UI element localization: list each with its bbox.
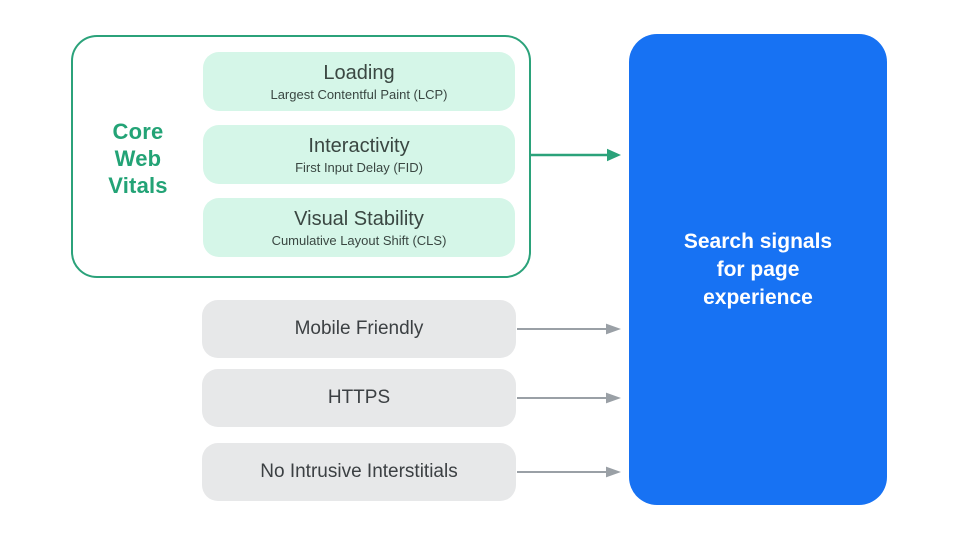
metric-pill-interactivity: Interactivity First Input Delay (FID) bbox=[203, 125, 515, 184]
metric-title-loading: Loading bbox=[323, 61, 395, 84]
metric-subtitle-lcp: Largest Contentful Paint (LCP) bbox=[270, 86, 448, 102]
metric-subtitle-fid: First Input Delay (FID) bbox=[295, 159, 423, 175]
metric-pill-visual-stability: Visual Stability Cumulative Layout Shift… bbox=[203, 198, 515, 257]
signal-box-https: HTTPS bbox=[202, 369, 516, 427]
arrow-no-intrusive-interstitials-to-search-icon bbox=[517, 466, 621, 478]
signal-box-no-intrusive-interstitials: No Intrusive Interstitials bbox=[202, 443, 516, 501]
core-web-vitals-group: Core Web Vitals Loading Largest Contentf… bbox=[71, 35, 531, 278]
search-signals-text-line-2: for page bbox=[716, 257, 800, 281]
core-web-vitals-label-line-1: Core bbox=[112, 119, 164, 144]
metric-title-interactivity: Interactivity bbox=[308, 134, 410, 157]
metric-title-visual-stability: Visual Stability bbox=[294, 207, 424, 230]
arrow-https-to-search-icon bbox=[517, 392, 621, 404]
search-signals-text-line-1: Search signals bbox=[683, 229, 833, 253]
arrow-core-web-vitals-to-search-icon bbox=[530, 148, 621, 162]
search-signals-box: Search signals for page experience bbox=[629, 34, 887, 505]
signal-box-mobile-friendly: Mobile Friendly bbox=[202, 300, 516, 358]
search-signals-text-line-3: experience bbox=[703, 285, 813, 309]
metric-pill-loading: Loading Largest Contentful Paint (LCP) bbox=[203, 52, 515, 111]
core-web-vitals-label-line-2: Web bbox=[114, 146, 162, 171]
core-web-vitals-label-line-3: Vitals bbox=[108, 173, 168, 198]
metric-subtitle-cls: Cumulative Layout Shift (CLS) bbox=[271, 232, 447, 248]
arrow-mobile-friendly-to-search-icon bbox=[517, 323, 621, 335]
core-web-vitals-label: Core Web Vitals bbox=[83, 118, 193, 199]
